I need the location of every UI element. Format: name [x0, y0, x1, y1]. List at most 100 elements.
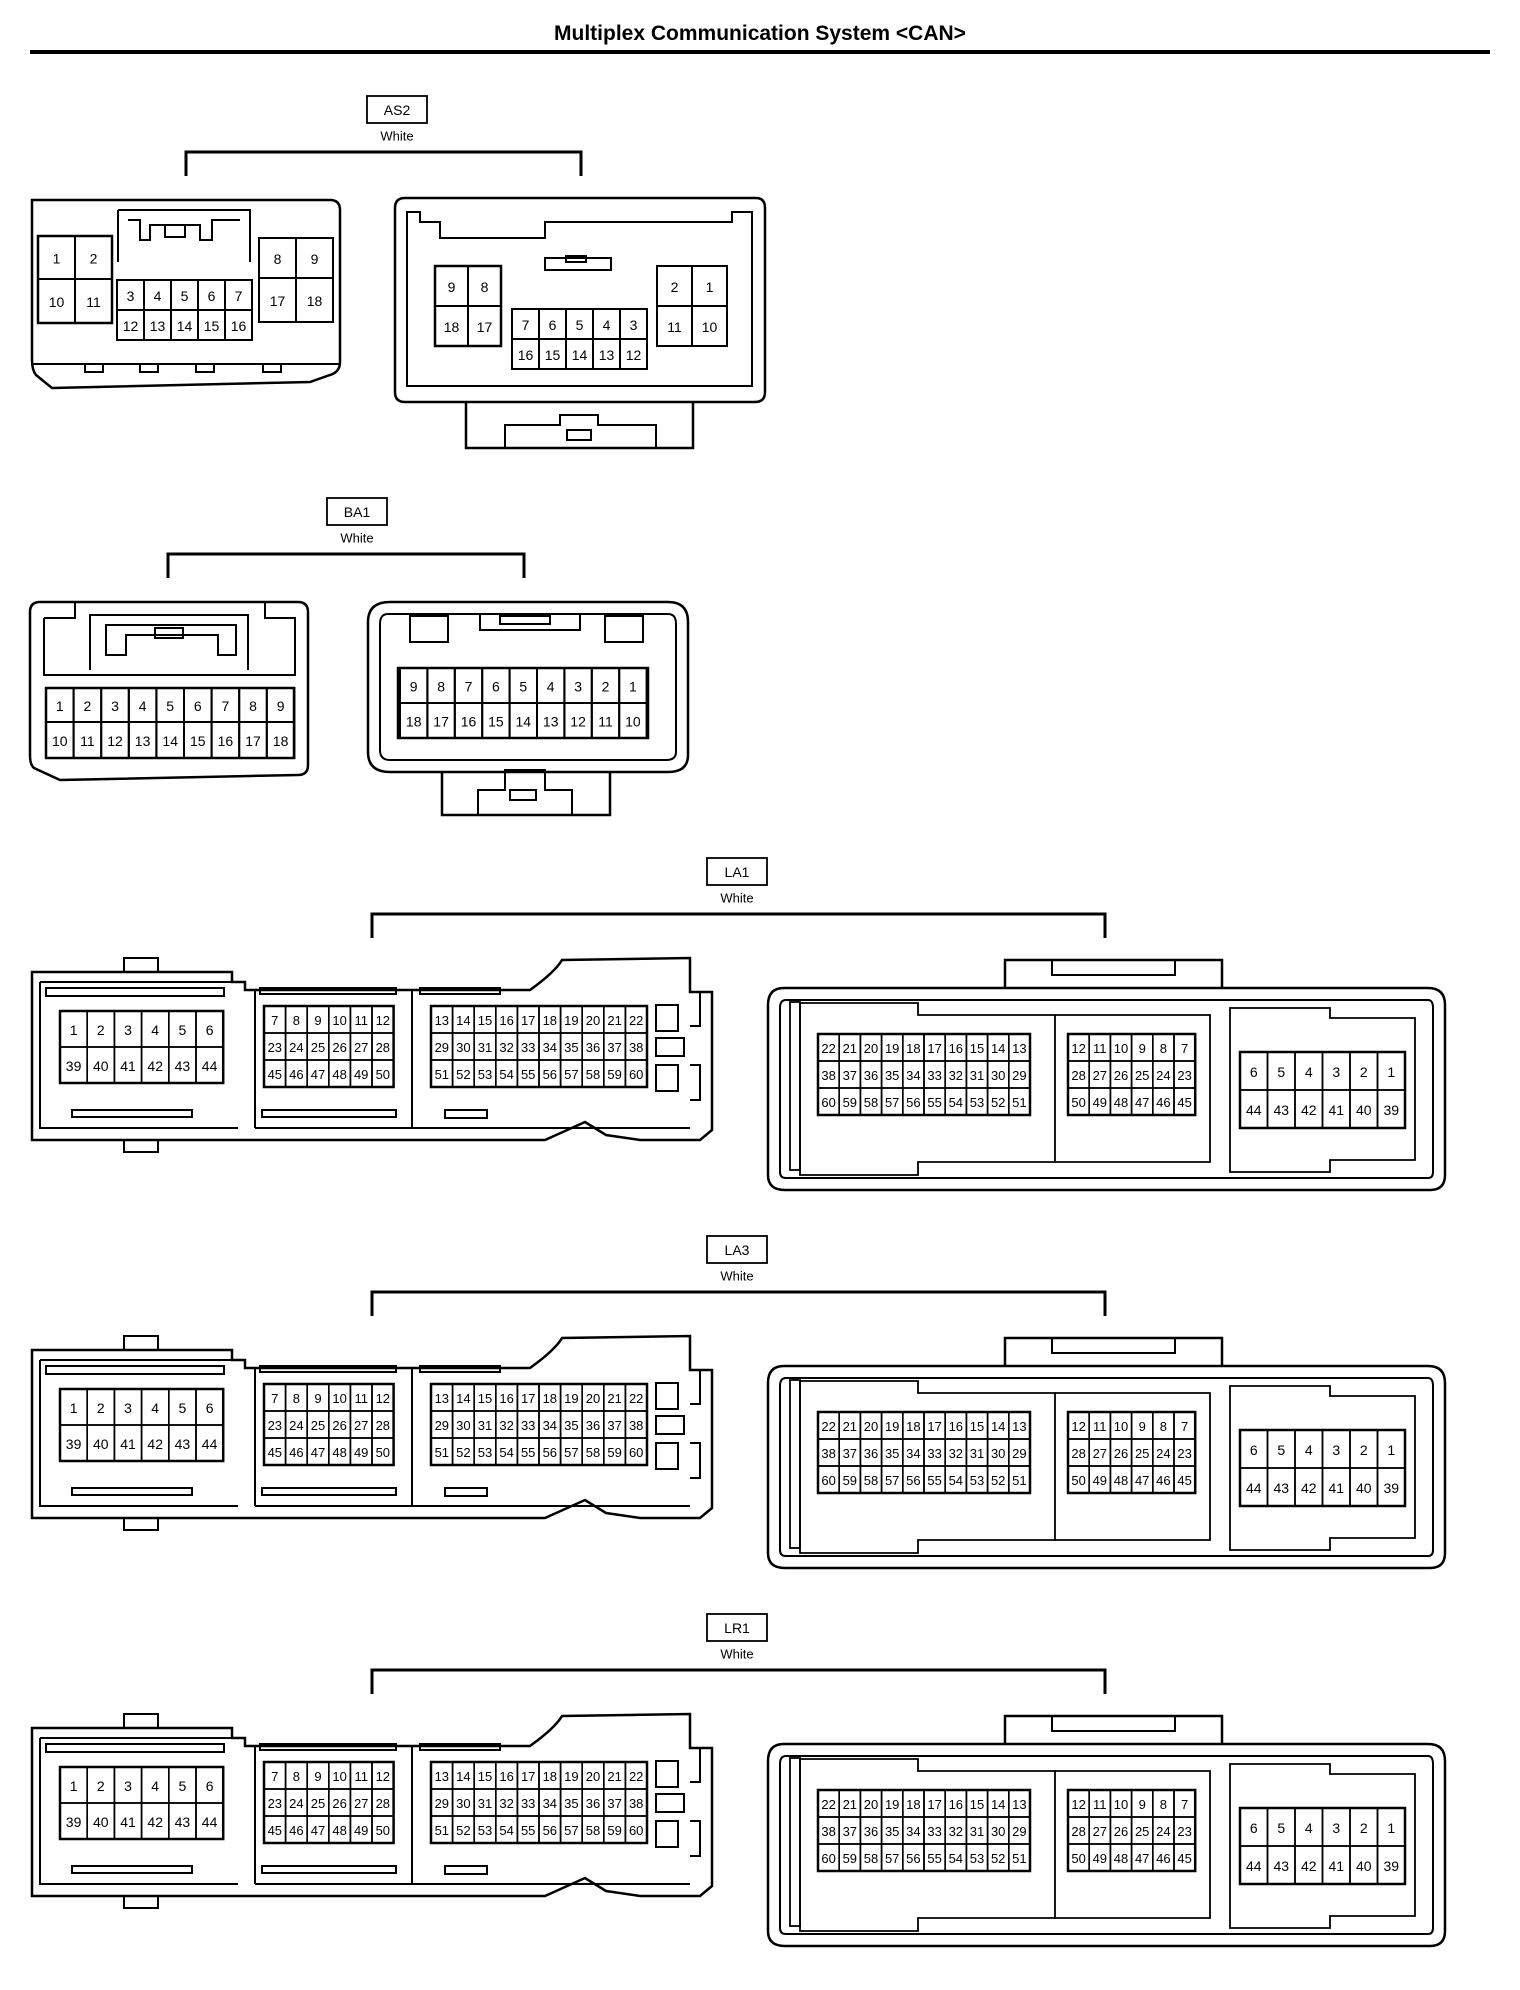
pin-cell	[295, 277, 334, 323]
pin-number: 29	[435, 1418, 449, 1433]
pin-number: 39	[66, 1436, 82, 1452]
housing-outline	[45, 1365, 225, 1375]
housing-outline	[509, 789, 537, 801]
pin-number: 26	[1114, 1068, 1128, 1083]
pin-cell	[619, 338, 648, 370]
pin-number: 9	[311, 251, 319, 267]
pin-number: 27	[354, 1418, 368, 1433]
pin-number: 46	[289, 1823, 303, 1838]
pin-number: 2	[97, 1400, 105, 1416]
pin-number: 44	[1246, 1102, 1262, 1118]
pin-number: 32	[949, 1824, 963, 1839]
pin-number: 53	[478, 1823, 492, 1838]
pin-number: 18	[406, 714, 422, 730]
housing-outline	[779, 1377, 1434, 1557]
pin-number: 48	[1114, 1095, 1128, 1110]
housing-outline	[444, 1865, 488, 1875]
pin-number: 6	[206, 1022, 214, 1038]
housing-outline	[409, 615, 449, 643]
pin-number: 22	[821, 1041, 835, 1056]
pin-number: 35	[885, 1068, 899, 1083]
pin-number: 14	[572, 347, 588, 363]
pin-number: 17	[927, 1419, 941, 1434]
pin-number: 60	[629, 1445, 643, 1460]
housing-outline	[464, 402, 695, 450]
pin-number: 10	[332, 1013, 346, 1028]
housing-outline	[45, 1743, 225, 1753]
pin-number: 47	[311, 1445, 325, 1460]
pin-number: 39	[66, 1058, 82, 1074]
pin-cell	[1173, 1087, 1197, 1116]
pin-number: 19	[564, 1391, 578, 1406]
pin-number: 18	[543, 1013, 557, 1028]
pin-number: 12	[1071, 1041, 1085, 1056]
pin-number: 16	[518, 347, 534, 363]
pin-number: 8	[274, 251, 282, 267]
pin-number: 2	[1360, 1820, 1368, 1836]
housing-outline	[254, 990, 690, 1129]
pin-number: 51	[435, 1445, 449, 1460]
housing-outline	[44, 686, 296, 760]
pin-number: 11	[1093, 1419, 1107, 1434]
pin-number: 7	[1181, 1419, 1188, 1434]
pin-number: 32	[499, 1418, 513, 1433]
housing-outline	[139, 363, 159, 373]
pin-number: 14	[991, 1419, 1005, 1434]
pin-number: 50	[376, 1823, 390, 1838]
pin-number: 42	[147, 1814, 163, 1830]
pin-number: 51	[1012, 1473, 1026, 1488]
pin-cell	[195, 1046, 225, 1084]
pin-number: 28	[1071, 1446, 1085, 1461]
pin-number: 42	[1301, 1102, 1317, 1118]
pin-number: 55	[927, 1473, 941, 1488]
pin-number: 12	[570, 714, 586, 730]
pin-number: 25	[311, 1796, 325, 1811]
pin-number: 35	[564, 1040, 578, 1055]
pin-number: 39	[66, 1814, 82, 1830]
pin-number: 29	[1012, 1446, 1026, 1461]
pin-number: 2	[84, 698, 92, 714]
pin-number: 53	[970, 1851, 984, 1866]
pin-number: 11	[1093, 1041, 1107, 1056]
pin-number: 1	[629, 679, 637, 695]
pin-number: 10	[702, 319, 718, 335]
housing-outline	[71, 1865, 193, 1874]
housing-outline	[789, 1001, 801, 1171]
pin-number: 7	[522, 317, 530, 333]
pin-number: 2	[602, 679, 610, 695]
pin-number: 52	[991, 1095, 1005, 1110]
housing-outline	[789, 1379, 801, 1549]
pin-number: 45	[268, 1823, 282, 1838]
pin-number: 57	[885, 1095, 899, 1110]
housing-outline	[419, 1365, 501, 1373]
pin-number: 31	[970, 1446, 984, 1461]
pin-cell	[1007, 1465, 1031, 1494]
pin-number: 49	[354, 1445, 368, 1460]
pin-number: 20	[864, 1797, 878, 1812]
pin-number: 2	[97, 1778, 105, 1794]
pin-number: 21	[843, 1797, 857, 1812]
pin-number: 17	[521, 1013, 535, 1028]
pin-number: 52	[991, 1473, 1005, 1488]
pin-number: 11	[598, 714, 613, 730]
pin-number: 10	[1114, 1419, 1128, 1434]
pin-number: 15	[478, 1013, 492, 1028]
pin-number: 27	[1093, 1068, 1107, 1083]
pin-cell	[1007, 1843, 1031, 1872]
pin-number: 2	[97, 1022, 105, 1038]
pin-number: 55	[927, 1851, 941, 1866]
pin-number: 26	[332, 1418, 346, 1433]
pin-number: 33	[521, 1796, 535, 1811]
pin-number: 10	[49, 294, 65, 310]
pin-number: 5	[1277, 1064, 1285, 1080]
pin-number: 31	[478, 1040, 492, 1055]
pin-number: 3	[124, 1778, 132, 1794]
pin-number: 25	[311, 1040, 325, 1055]
